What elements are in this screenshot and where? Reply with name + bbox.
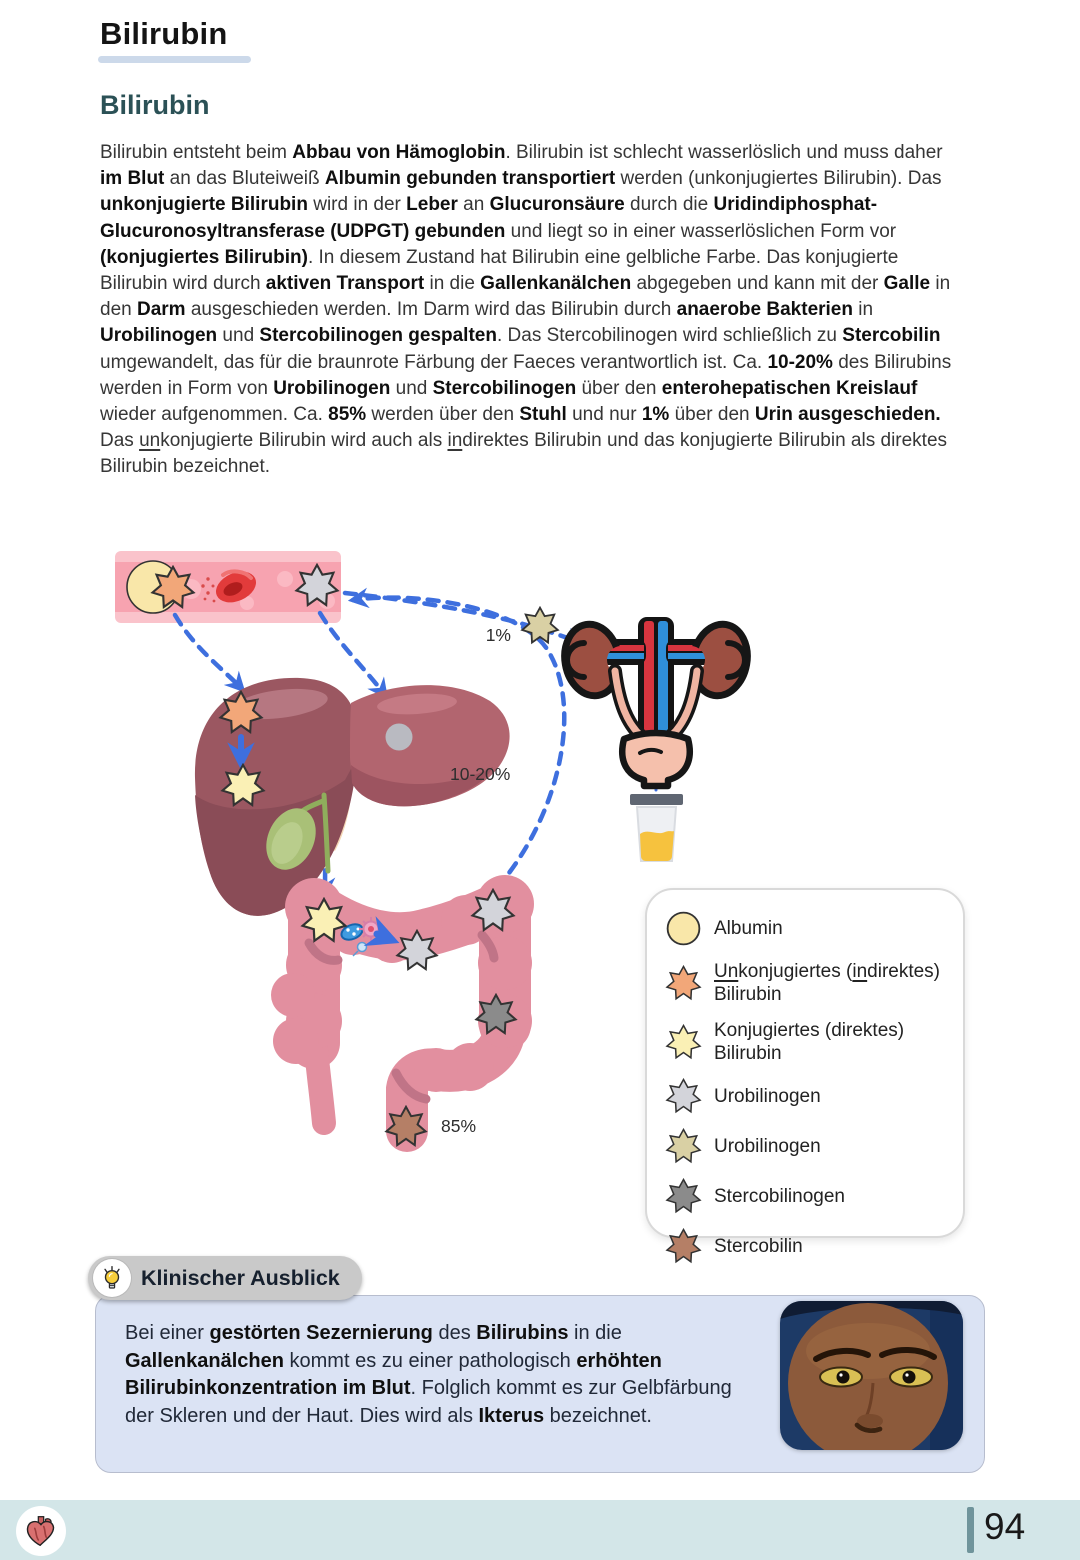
- bile-duct: [321, 792, 331, 874]
- percent-labels: 1% 10-20% 85%: [441, 625, 511, 1136]
- page-title: Bilirubin: [100, 16, 228, 51]
- intro-paragraph: Bilirubin entsteht beim Abbau von Hämogl…: [100, 142, 952, 478]
- page-number-divider: [967, 1507, 974, 1553]
- legend-item-albumin: Albumin: [665, 910, 947, 947]
- app-logo: [16, 1506, 66, 1556]
- lightbulb-icon: [93, 1259, 131, 1297]
- legend-label: Unkonjugiertes (indirektes) Bilirubin: [714, 961, 941, 1005]
- stercobilin-icon: [665, 1228, 702, 1265]
- urobilinogen-icon: [665, 1078, 702, 1115]
- stercobilinogen-icon: [665, 1178, 702, 1215]
- arrow-enterohepatic-return: [347, 587, 567, 891]
- heart-icon: [26, 1516, 55, 1547]
- liver-illustration: [194, 677, 510, 916]
- albumin-icon: [666, 911, 701, 946]
- legend-label: Urobilinogen: [714, 1086, 821, 1107]
- urobilinogen-icon: [665, 1128, 702, 1165]
- legend-item-stercobilinogen: Stercobilinogen: [665, 1178, 947, 1215]
- arrow-bacterial-conversion: [363, 916, 400, 946]
- legend-item-conjugated: Konjugiertes (direktes) Bilirubin: [665, 1019, 947, 1065]
- footer-band: [0, 1500, 1080, 1560]
- page-number: 94: [984, 1506, 1026, 1547]
- intestine-illustration: [271, 875, 534, 1152]
- legend-label: Konjugiertes (direktes) Bilirubin: [714, 1020, 905, 1064]
- title-underline: [98, 56, 251, 63]
- arrow-vessel-to-liver: [172, 612, 246, 693]
- conjugated-bilirubin-icon: [665, 1024, 702, 1061]
- label-enterohepatic-percent: 10-20%: [450, 764, 510, 784]
- clinical-paragraph: Bei einer gestörten Sezernierung des Bil…: [125, 1322, 732, 1427]
- arrow-urobilinogen-to-kidney: [342, 590, 586, 647]
- legend-item-stercobilin: Stercobilin: [665, 1228, 947, 1265]
- label-kidney-percent: 1%: [486, 625, 511, 645]
- pigment-markers: [126, 560, 559, 1147]
- clinical-outlook-header: Klinischer Ausblick: [88, 1256, 362, 1300]
- legend-label: Stercobilin: [714, 1236, 803, 1257]
- red-blood-cell-icon: [201, 569, 257, 603]
- legend-box: Albumin Unkonjugiertes (indirektes) Bili…: [645, 888, 965, 1238]
- legend-label: Albumin: [714, 918, 783, 939]
- kidney-icon: [561, 617, 751, 790]
- urine-cup-icon: [630, 794, 683, 862]
- legend-label: Stercobilinogen: [714, 1186, 845, 1207]
- legend-item-urobilinogen-blood: Urobilinogen: [665, 1078, 947, 1115]
- legend-label: Urobilinogen: [714, 1136, 821, 1157]
- label-stool-percent: 85%: [441, 1116, 476, 1136]
- section-heading: Bilirubin: [100, 90, 210, 120]
- unconjugated-bilirubin-icon: [665, 965, 702, 1002]
- legend-item-unconjugated: Unkonjugiertes (indirektes) Bilirubin: [665, 960, 947, 1006]
- jaundice-photo: [780, 1301, 963, 1450]
- urobilinogen-urine-icon: [521, 606, 559, 644]
- liver-port-circle: [385, 723, 413, 751]
- bilirubin-cycle-diagram: 1% 10-20% 85%: [115, 551, 751, 1152]
- clinical-outlook-title: Klinischer Ausblick: [141, 1265, 340, 1290]
- legend-item-urobilinogen-urine: Urobilinogen: [665, 1128, 947, 1165]
- arrow-urobilinogen-to-liver: [317, 610, 389, 700]
